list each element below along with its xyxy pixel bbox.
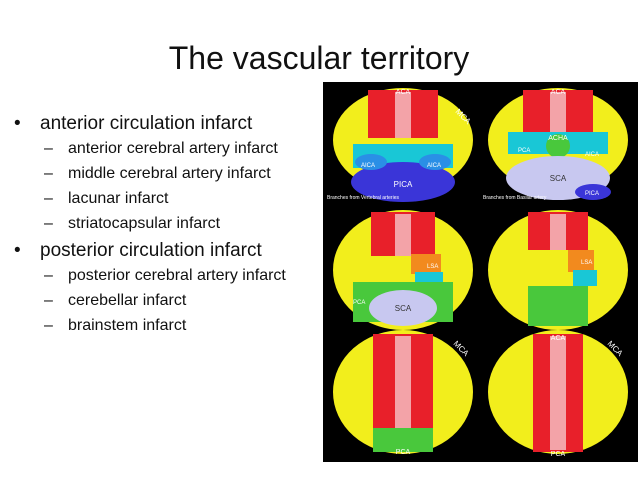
dash: – [44,317,53,334]
sub-bullet-text: cerebellar infarct [68,292,187,309]
sub-bullet: –cerebellar infarct [12,291,322,311]
acha-label: ACHA [548,135,568,142]
sub-bullet-text: anterior cerebral artery infarct [68,140,278,157]
sub-bullet: –striatocapsular infarct [12,214,322,234]
pica-territory [351,162,455,202]
aica-label-2: AICA [585,152,599,158]
branches-vertebral-label: Branches from Vertebral arteries [327,195,399,201]
branches-basilar-label: Branches from Basilar artery [483,195,547,201]
panel-basal-ganglia-right: LSA [488,210,628,330]
panel-midbrain-left: LSA PCA SCA [333,210,473,330]
dash: – [44,267,53,284]
aca-label-3: ACA [551,335,566,342]
sca-label: SCA [550,174,567,183]
aica-label-right: AICA [427,163,441,169]
bullet-dot: • [14,113,21,134]
lsa-label: LSA [427,264,438,270]
vascular-territory-figure: ACA MCA AICA AICA PICA Branches from Ver… [323,82,638,462]
slide-title: The vascular territory [168,40,470,76]
sub-bullet-text: lacunar infarct [68,190,169,207]
panel-pons-basilar: ACA ACHA PCA AICA SCA PICA Branches from… [483,88,628,201]
bullet-text: anterior circulation infarct [40,113,253,134]
pica-label: PICA [394,180,413,189]
sub-bullet: –lacunar infarct [12,189,322,209]
pca-label-small: PCA [518,148,530,154]
sub-bullet-text: middle cerebral artery infarct [68,165,271,182]
sub-bullet: –anterior cerebral artery infarct [12,139,322,159]
bullet-posterior: • posterior circulation infarct [12,239,322,263]
sub-bullet: –posterior cerebral artery infarct [12,266,322,286]
aica-label-left: AICA [361,163,375,169]
pca-label-5: PCA [551,451,566,458]
aca-label-2: ACA [551,89,566,96]
pca-label-3: PCA [353,300,365,306]
dash: – [44,292,53,309]
bullet-anterior: • anterior circulation infarct [12,112,322,136]
sub-bullet: –brainstem infarct [12,316,322,336]
panel-ventricles-left: PCA MCA [333,330,473,456]
panel-cerebellum-vertebral: ACA MCA AICA AICA PICA Branches from Ver… [327,88,473,202]
sub-bullet-text: brainstem infarct [68,317,187,334]
sub-bullet-text: striatocapsular infarct [68,215,221,232]
sub-bullet-text: posterior cerebral artery infarct [68,267,286,284]
dash: – [44,190,53,207]
sca-label-2: SCA [395,304,412,313]
dash: – [44,215,53,232]
panel-centrum-right: ACA MCA PCA [488,330,628,458]
aca-label: ACA [396,89,411,96]
lsa-label-2: LSA [581,260,592,266]
dash: – [44,140,53,157]
pca-label-4: PCA [396,449,411,456]
bullet-text: posterior circulation infarct [40,240,262,261]
dash: – [44,165,53,182]
bullet-list: •anterior circulation infarct –anterior … [12,112,322,341]
sub-bullet: –middle cerebral artery infarct [12,164,322,184]
pica-label-2: PICA [585,191,599,197]
bullet-dot: • [14,240,21,261]
